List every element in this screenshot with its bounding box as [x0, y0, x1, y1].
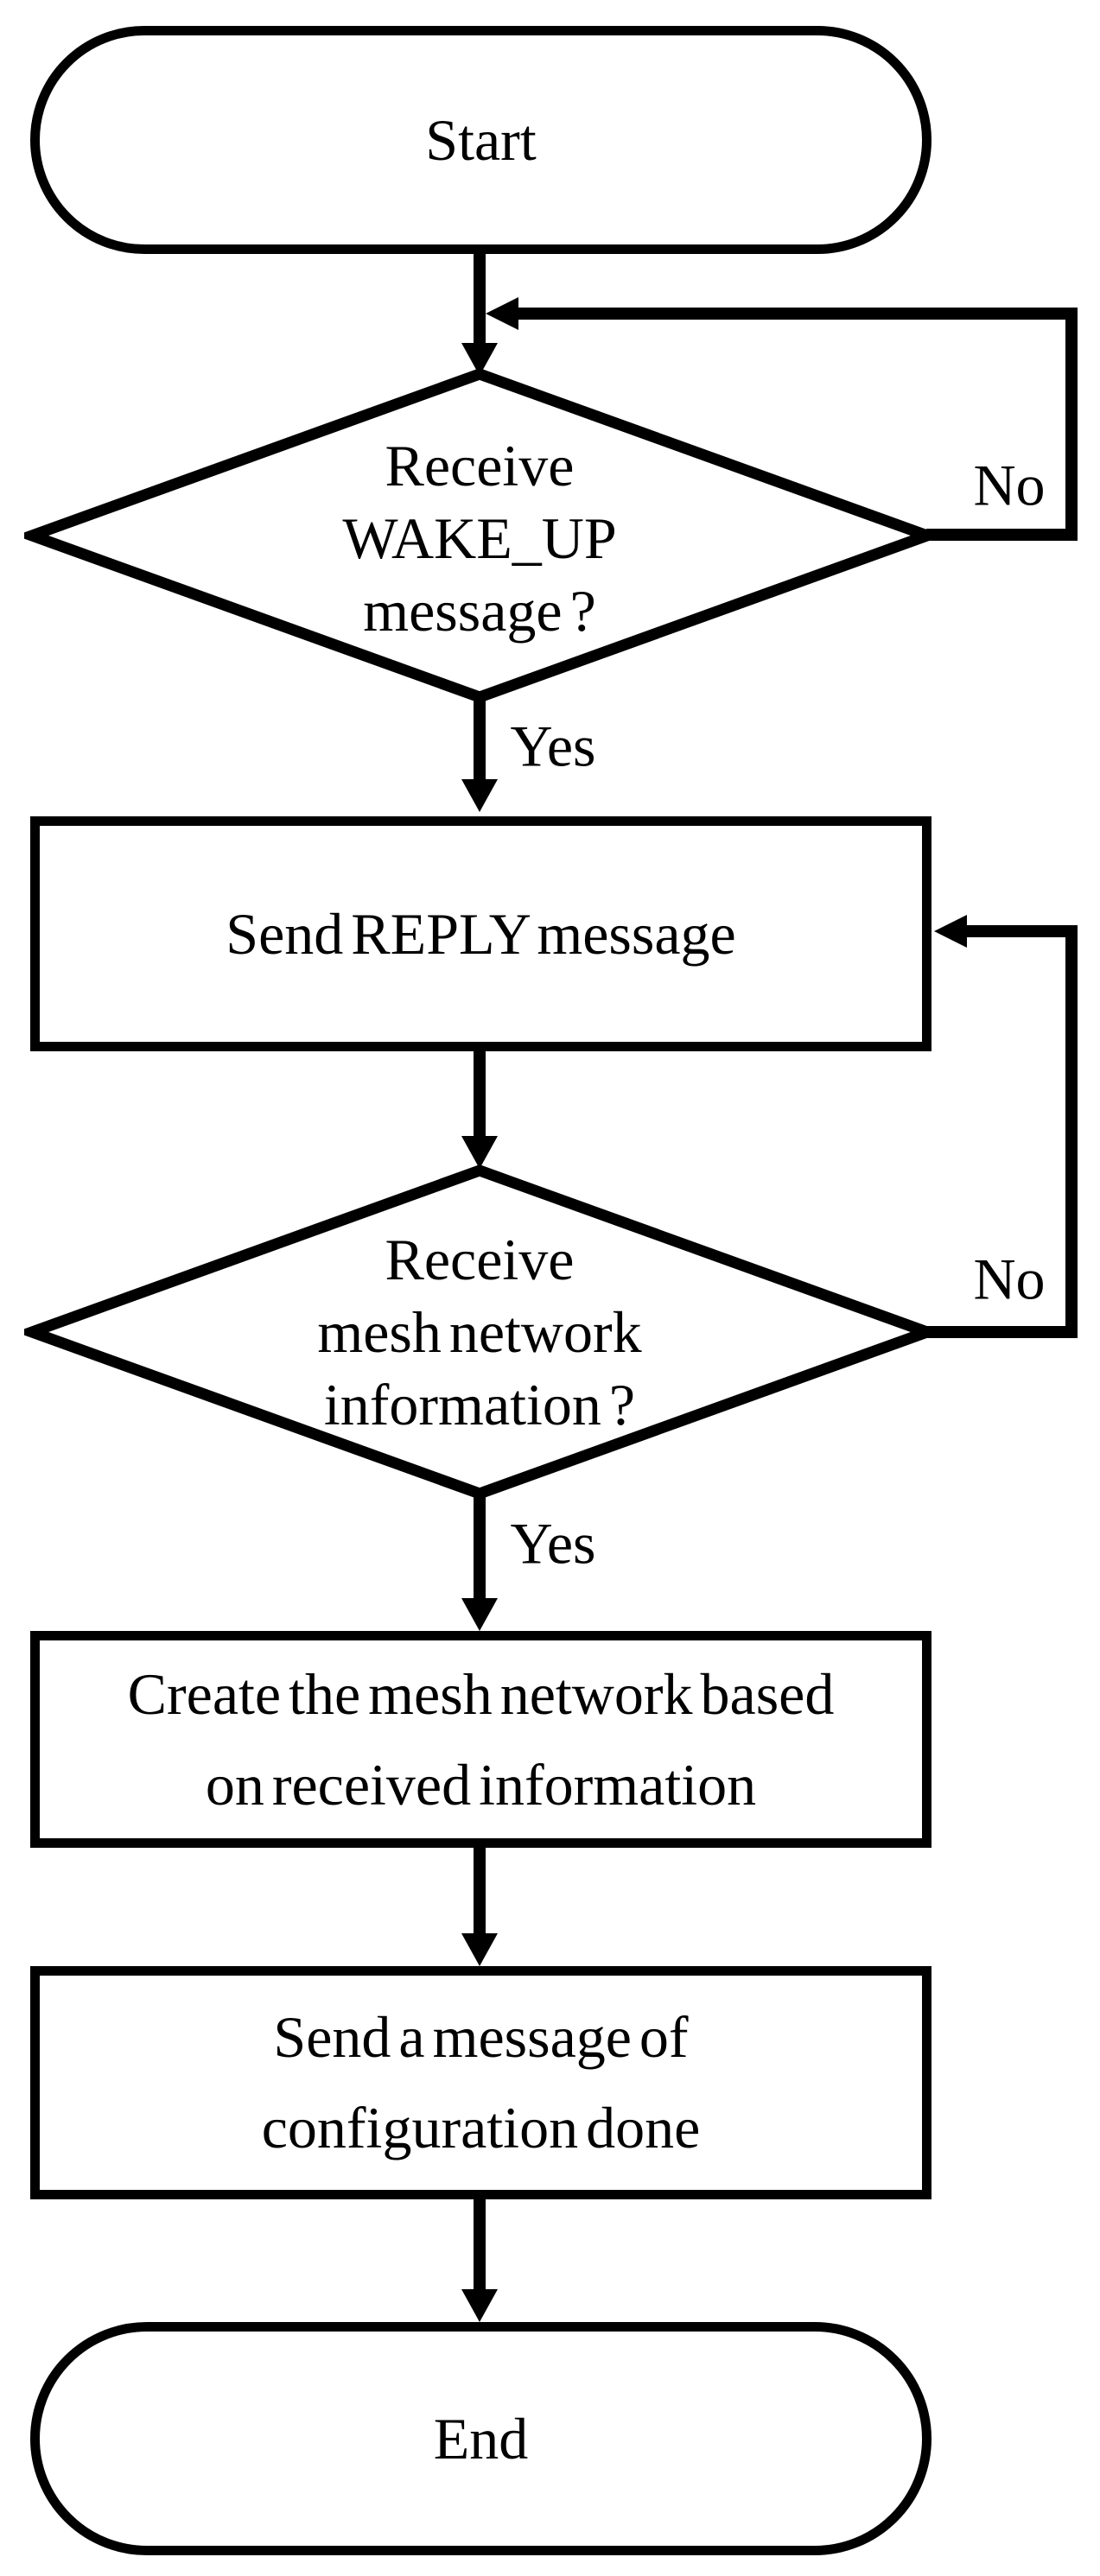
decision1-line: WAKE_UP — [342, 505, 617, 571]
create-mesh-process: Create the mesh network based on receive… — [30, 1631, 932, 1848]
end-label: End — [433, 2405, 529, 2471]
mesh-info-decision-text: Receive mesh network information ? — [134, 1223, 825, 1441]
yes-label-decision1: Yes — [510, 713, 596, 779]
arrowhead-down-icon — [461, 1136, 498, 1169]
start-label: Start — [425, 106, 537, 173]
loop1-top-segment — [518, 308, 1078, 320]
wake-up-decision-text: Receive WAKE_UP message ? — [134, 429, 825, 647]
loop2-bottom-segment — [926, 1326, 1078, 1338]
mesh-info-decision — [24, 1164, 935, 1500]
process2-line: Create the mesh network based — [127, 1660, 835, 1727]
connector-start-decision1 — [474, 254, 486, 346]
connector-process2-process3 — [474, 1848, 486, 1935]
yes-label-decision2: Yes — [510, 1510, 596, 1577]
connector-decision1-process1 — [474, 690, 486, 782]
diamond-shape — [24, 1164, 935, 1500]
wake-up-decision — [24, 368, 935, 703]
loop1-vertical-segment — [1065, 308, 1078, 541]
loop2-top-segment — [967, 925, 1078, 937]
decision2-line: Receive — [385, 1227, 575, 1292]
connector-decision2-process2 — [474, 1494, 486, 1600]
arrowhead-left-icon — [934, 915, 967, 948]
no-label-decision2: No — [973, 1246, 1046, 1312]
connector-process3-end — [474, 2199, 486, 2291]
send-reply-process: Send REPLY message — [30, 816, 932, 1051]
arrowhead-down-icon — [461, 779, 498, 812]
arrowhead-down-icon — [461, 1933, 498, 1966]
loop2-vertical-segment — [1065, 925, 1078, 1338]
end-terminator: End — [30, 2322, 932, 2555]
process2-line: on received information — [205, 1751, 757, 1818]
decision2-line: mesh network — [317, 1299, 642, 1365]
loop1-bottom-segment — [926, 529, 1078, 541]
decision1-line: Receive — [385, 433, 575, 498]
process3-line: Send a message of — [273, 2004, 689, 2070]
arrowhead-down-icon — [461, 1598, 498, 1631]
diamond-shape — [24, 368, 935, 703]
no-label-decision1: No — [973, 452, 1046, 518]
process3-line: configuration done — [261, 2095, 701, 2160]
decision2-line: information ? — [323, 1372, 636, 1437]
config-done-process: Send a message of configuration done — [30, 1966, 932, 2199]
connector-process1-decision2 — [474, 1051, 486, 1138]
decision1-line: message ? — [363, 578, 596, 644]
arrowhead-left-icon — [486, 297, 518, 330]
arrowhead-down-icon — [461, 2289, 498, 2322]
start-terminator: Start — [30, 26, 932, 254]
process1-line: Send REPLY message — [226, 900, 736, 967]
